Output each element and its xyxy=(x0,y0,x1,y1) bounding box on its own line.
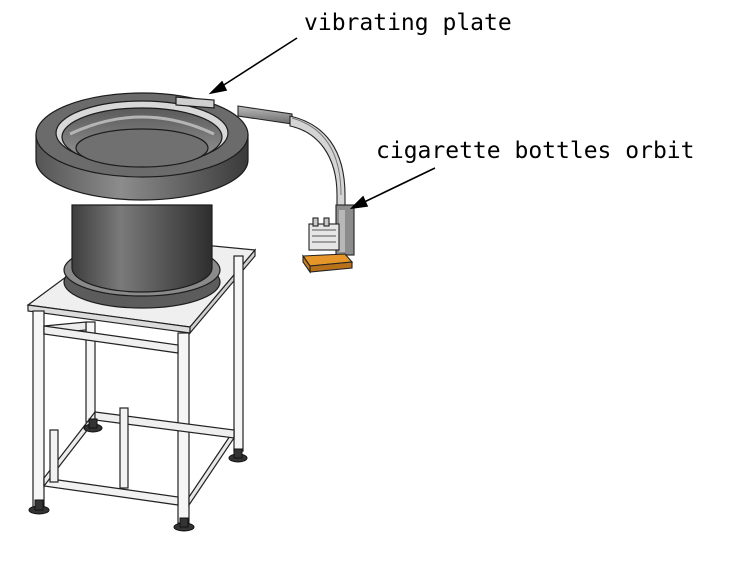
orbit-arrowhead xyxy=(349,195,369,210)
orbit-label: cigarette bottles orbit xyxy=(376,138,695,164)
vibrating-plate-arrowhead xyxy=(208,80,228,95)
orbit-leader xyxy=(357,167,436,206)
leveling-feet xyxy=(28,418,248,532)
vibrating-plate-leader xyxy=(215,37,298,91)
vibrating-bowl xyxy=(35,92,249,309)
support-frame xyxy=(26,236,257,524)
cigarette-bottles-orbit xyxy=(237,105,355,274)
leader-lines xyxy=(208,37,436,210)
vibrating-plate-label: vibrating plate xyxy=(304,10,512,36)
